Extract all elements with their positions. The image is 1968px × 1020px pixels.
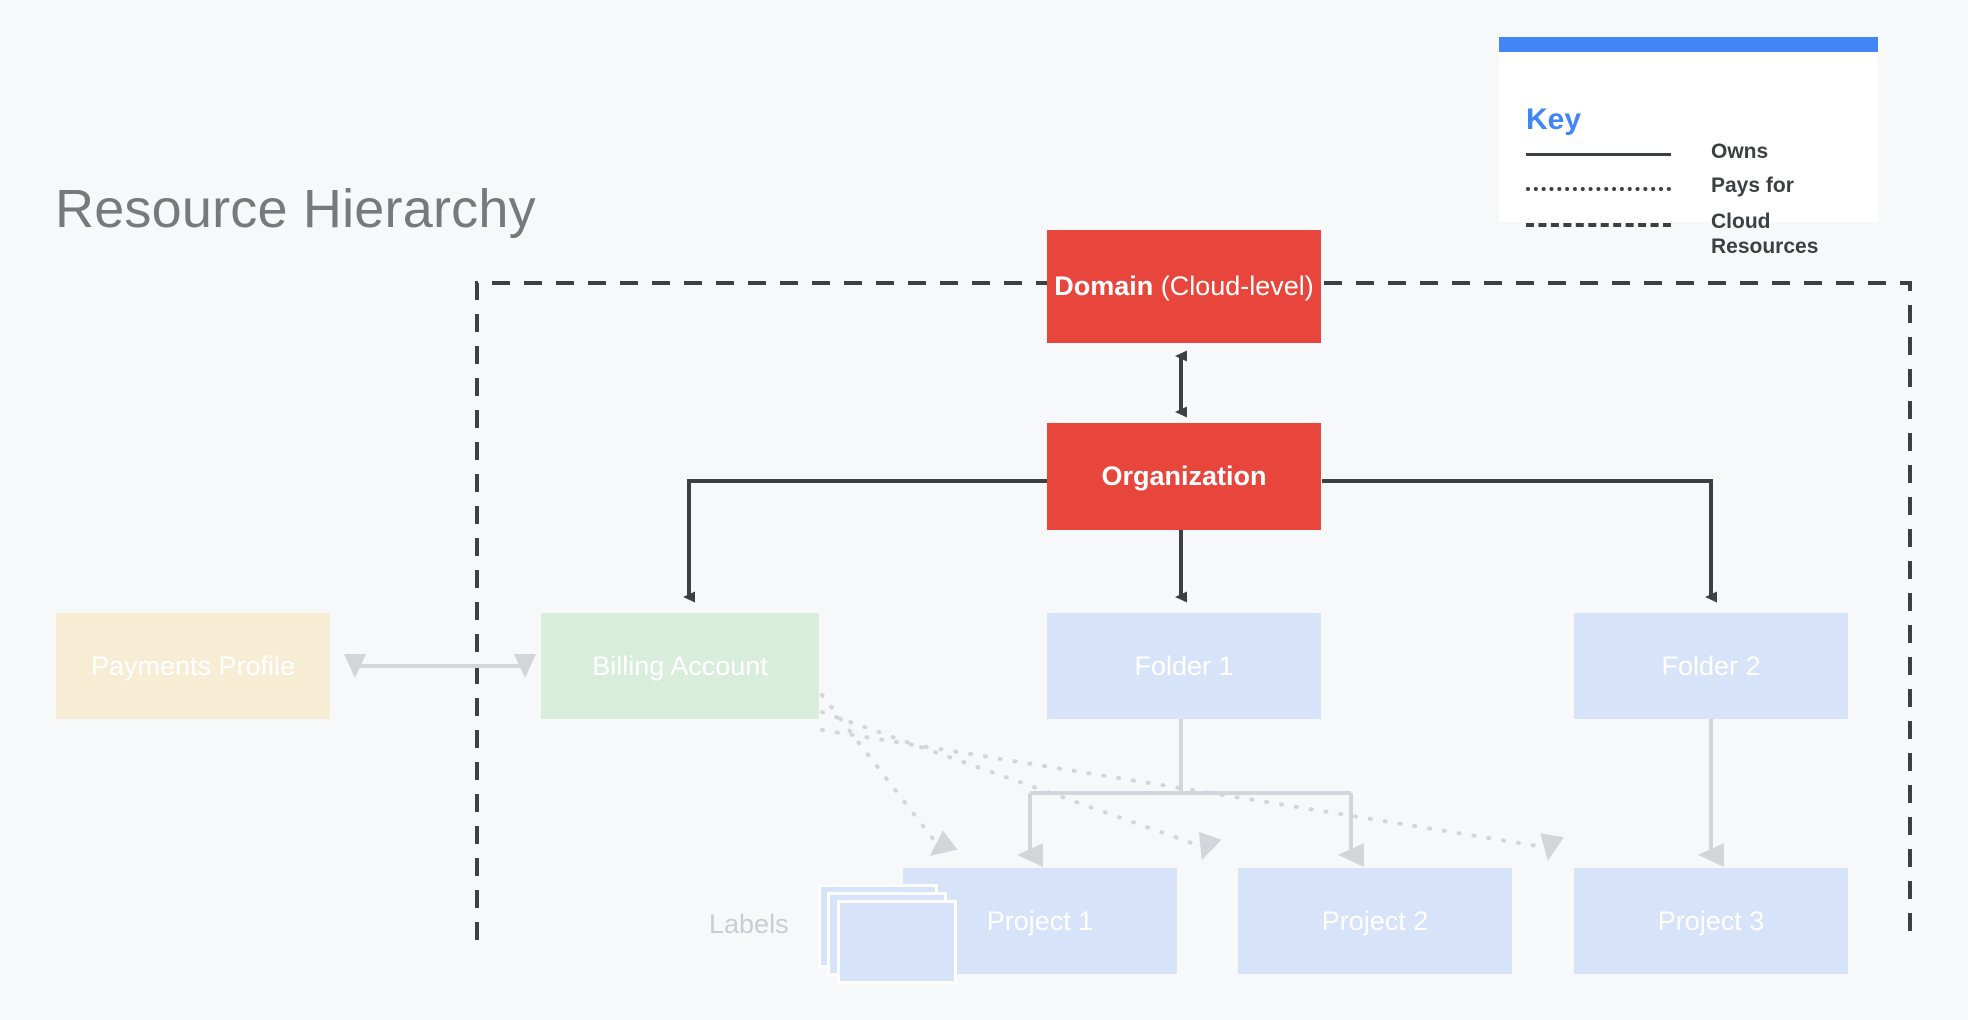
node-organization[interactable]: Organization <box>1047 423 1321 530</box>
legend-accent-bar <box>1499 37 1878 52</box>
node-project-2[interactable]: Project 2 <box>1238 868 1512 974</box>
legend-title: Key <box>1526 103 1582 136</box>
node-folder-1-title: Folder 1 <box>1134 650 1234 681</box>
legend-item-owns-label: Owns <box>1711 140 1769 163</box>
edge-folder1-projects <box>1017 719 1364 867</box>
legend-item-pays-for-label: Pays for <box>1711 174 1794 197</box>
dotted-line-icon <box>1526 187 1671 191</box>
legend-item-pays-for: Pays for <box>1526 173 1856 207</box>
node-billing-account-title: Billing Account <box>592 650 768 681</box>
node-project-2-title: Project 2 <box>1321 905 1429 936</box>
node-billing-account[interactable]: Billing Account <box>541 613 819 719</box>
node-domain-subtitle: (Cloud-level) <box>1160 271 1314 301</box>
node-project-3[interactable]: Project 3 <box>1574 868 1848 974</box>
node-project-1-title: Project 1 <box>986 905 1094 936</box>
legend-panel: Key Owns Pays for Cloud Resources <box>1499 37 1878 258</box>
node-folder-2[interactable]: Folder 2 <box>1574 613 1848 719</box>
edge-organization-billing-account <box>683 479 1047 603</box>
node-payments-profile[interactable]: Payments Profile <box>56 613 330 719</box>
dashed-line-icon <box>1526 223 1671 227</box>
edge-organization-folder2 <box>1322 479 1717 603</box>
node-folder-2-title: Folder 2 <box>1661 650 1761 681</box>
edge-billing-project1 <box>820 693 958 856</box>
solid-line-icon <box>1526 153 1671 156</box>
edge-billing-project3 <box>820 728 1564 861</box>
node-project-3-title: Project 3 <box>1657 905 1765 936</box>
legend-item-owns: Owns <box>1526 139 1856 173</box>
labels-caption: Labels <box>709 909 789 939</box>
page-title: Resource Hierarchy <box>55 179 536 239</box>
node-payments-profile-title: Payments Profile <box>90 650 296 681</box>
node-organization-title: Organization <box>1101 461 1267 491</box>
node-domain-title: Domain <box>1054 271 1154 301</box>
edge-billing-project2 <box>820 710 1222 861</box>
label-card-front[interactable] <box>837 900 957 984</box>
legend-item-cloud-resources: Cloud Resources <box>1526 209 1856 265</box>
cloud-resources-boundary <box>475 281 1912 940</box>
node-folder-1[interactable]: Folder 1 <box>1047 613 1321 719</box>
legend-item-cloud-resources-label: Cloud Resources <box>1711 210 1819 258</box>
node-domain[interactable]: Domain (Cloud-level) <box>1047 230 1321 343</box>
